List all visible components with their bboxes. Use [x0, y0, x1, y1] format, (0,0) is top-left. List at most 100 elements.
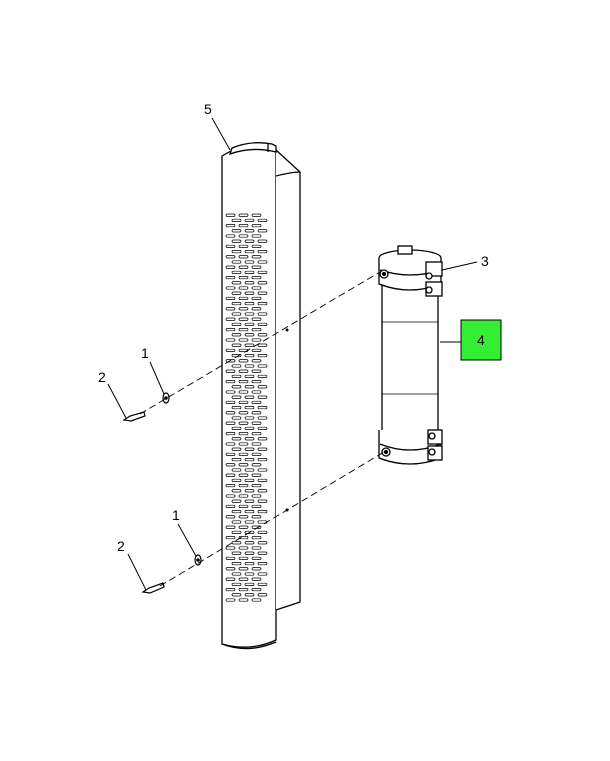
- perforation-slot: [231, 530, 242, 534]
- perforation-slot: [244, 374, 255, 378]
- perforation-slot: [257, 572, 268, 576]
- perforation-slot: [244, 333, 255, 337]
- perforation-slot: [238, 265, 249, 269]
- mounting-holes: [285, 328, 289, 512]
- perforation-slot: [244, 593, 255, 597]
- perforation-slot: [238, 494, 249, 498]
- perforation-slot: [231, 541, 242, 545]
- perforation-slot: [251, 442, 262, 446]
- perforation-slot: [231, 333, 242, 337]
- perforation-slot: [257, 510, 268, 514]
- assembly-axis-lines: [139, 271, 385, 587]
- perforation-slot: [225, 494, 236, 498]
- perforation-slot: [244, 229, 255, 233]
- perforation-slot: [257, 260, 268, 264]
- part-4-highlight-box[interactable]: [460, 319, 502, 361]
- perforation-slot: [238, 400, 249, 404]
- perforation-slot: [251, 213, 262, 217]
- perforation-slot: [225, 577, 236, 581]
- perforation-slot: [238, 588, 249, 592]
- perforation-slot: [231, 520, 242, 524]
- perforation-slot: [244, 541, 255, 545]
- perforation-slot: [257, 582, 268, 586]
- perforation-slot: [244, 312, 255, 316]
- perforation-slot: [225, 484, 236, 488]
- perforation-slot: [231, 312, 242, 316]
- perforation-slot: [231, 447, 242, 451]
- leader-lines: [107, 117, 478, 591]
- perforation-slot: [257, 426, 268, 430]
- perforation-slot: [231, 416, 242, 420]
- callout-part-1-upper: 1: [141, 345, 149, 361]
- perforation-slot: [251, 411, 262, 415]
- perforation-slot: [238, 296, 249, 300]
- callout-part-2-upper: 2: [98, 369, 106, 385]
- perforation-slot: [244, 437, 255, 441]
- perforation-slot: [231, 593, 242, 597]
- perforation-slot: [244, 250, 255, 254]
- perforation-slot: [225, 536, 236, 540]
- perforation-slot: [238, 338, 249, 342]
- perforation-slot: [238, 504, 249, 508]
- perforation-slot: [251, 556, 262, 560]
- perforation-slot: [238, 442, 249, 446]
- perforation-slot: [225, 515, 236, 519]
- perforation-slot: [251, 598, 262, 602]
- perforation-slot: [257, 478, 268, 482]
- perforation-slot: [225, 390, 236, 394]
- callout-part-1-lower: 1: [172, 507, 180, 523]
- callout-part-4[interactable]: 4: [477, 332, 485, 348]
- perforation-slot: [225, 411, 236, 415]
- perforation-slot: [231, 510, 242, 514]
- washer-part-1-upper: [162, 392, 170, 404]
- perforation-slot: [257, 322, 268, 326]
- perforation-slot: [238, 432, 249, 436]
- perforation-slot: [238, 213, 249, 217]
- perforation-slot: [231, 291, 242, 295]
- perforation-slot: [244, 489, 255, 493]
- perforation-slot: [244, 447, 255, 451]
- perforation-slot: [244, 468, 255, 472]
- perforation-slot: [225, 442, 236, 446]
- perforation-slot: [244, 364, 255, 368]
- perforation-slot: [231, 260, 242, 264]
- perforation-slot: [225, 255, 236, 259]
- perforation-slot: [231, 562, 242, 566]
- perforation-slot: [225, 400, 236, 404]
- perforation-slot: [225, 224, 236, 228]
- perforation-slot: [231, 458, 242, 462]
- perforation-slot: [251, 307, 262, 311]
- perforation-slot: [225, 328, 236, 332]
- perforation-slot: [257, 343, 268, 347]
- perforation-slot: [238, 359, 249, 363]
- bolt-part-2-lower: [141, 582, 165, 594]
- perforation-slot: [238, 317, 249, 321]
- perforation-slot: [225, 265, 236, 269]
- bolt-part-2-upper: [122, 411, 146, 422]
- perforation-slot: [238, 598, 249, 602]
- perforation-slot: [251, 244, 262, 248]
- perforation-slot: [257, 551, 268, 555]
- perforation-slot: [238, 380, 249, 384]
- perforation-slot: [244, 291, 255, 295]
- perforation-slot: [251, 286, 262, 290]
- perforation-slot: [231, 406, 242, 410]
- perforation-slot: [257, 416, 268, 420]
- perforation-slot: [257, 499, 268, 503]
- perforation-slot: [251, 276, 262, 280]
- perforation-slot: [244, 416, 255, 420]
- perforation-slot: [251, 494, 262, 498]
- perforation-slot: [225, 213, 236, 217]
- perforation-slot: [257, 593, 268, 597]
- perforation-slot: [251, 504, 262, 508]
- perforation-slot: [251, 296, 262, 300]
- perforation-slot: [251, 255, 262, 259]
- perforation-slot: [238, 577, 249, 581]
- perforation-slot: [238, 546, 249, 550]
- perforation-slot: [238, 452, 249, 456]
- perforation-slot: [238, 244, 249, 248]
- perforation-slot: [225, 463, 236, 467]
- perforation-slot: [244, 302, 255, 306]
- perforation-slot: [251, 328, 262, 332]
- perforation-slot: [257, 239, 268, 243]
